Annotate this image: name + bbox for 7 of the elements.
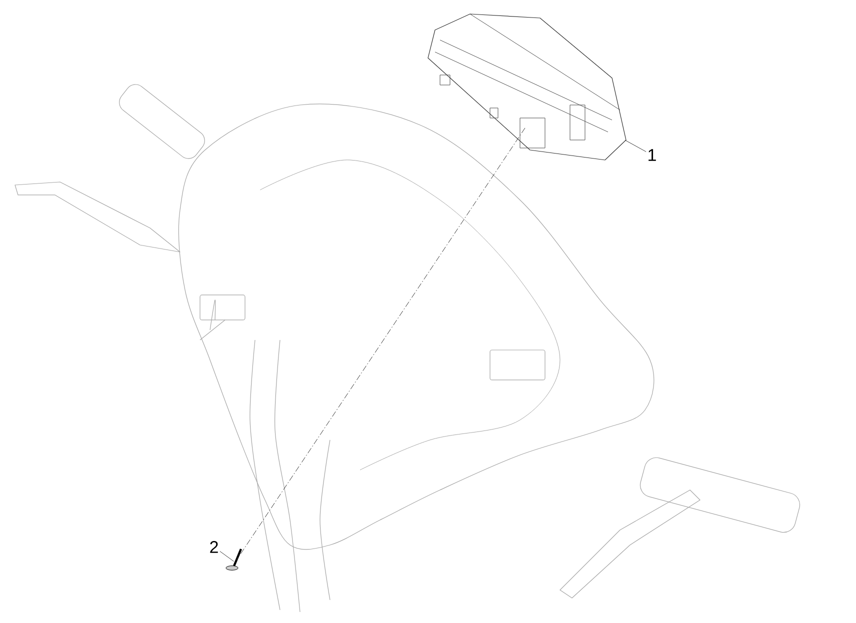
callout-number: 1 — [648, 149, 656, 161]
callout-number: 2 — [210, 541, 218, 553]
leader-line — [220, 551, 234, 562]
assembly-line — [236, 128, 526, 562]
instrument-cluster-drawing — [428, 14, 626, 160]
screw-drawing — [226, 548, 242, 570]
leader-line — [624, 140, 646, 152]
